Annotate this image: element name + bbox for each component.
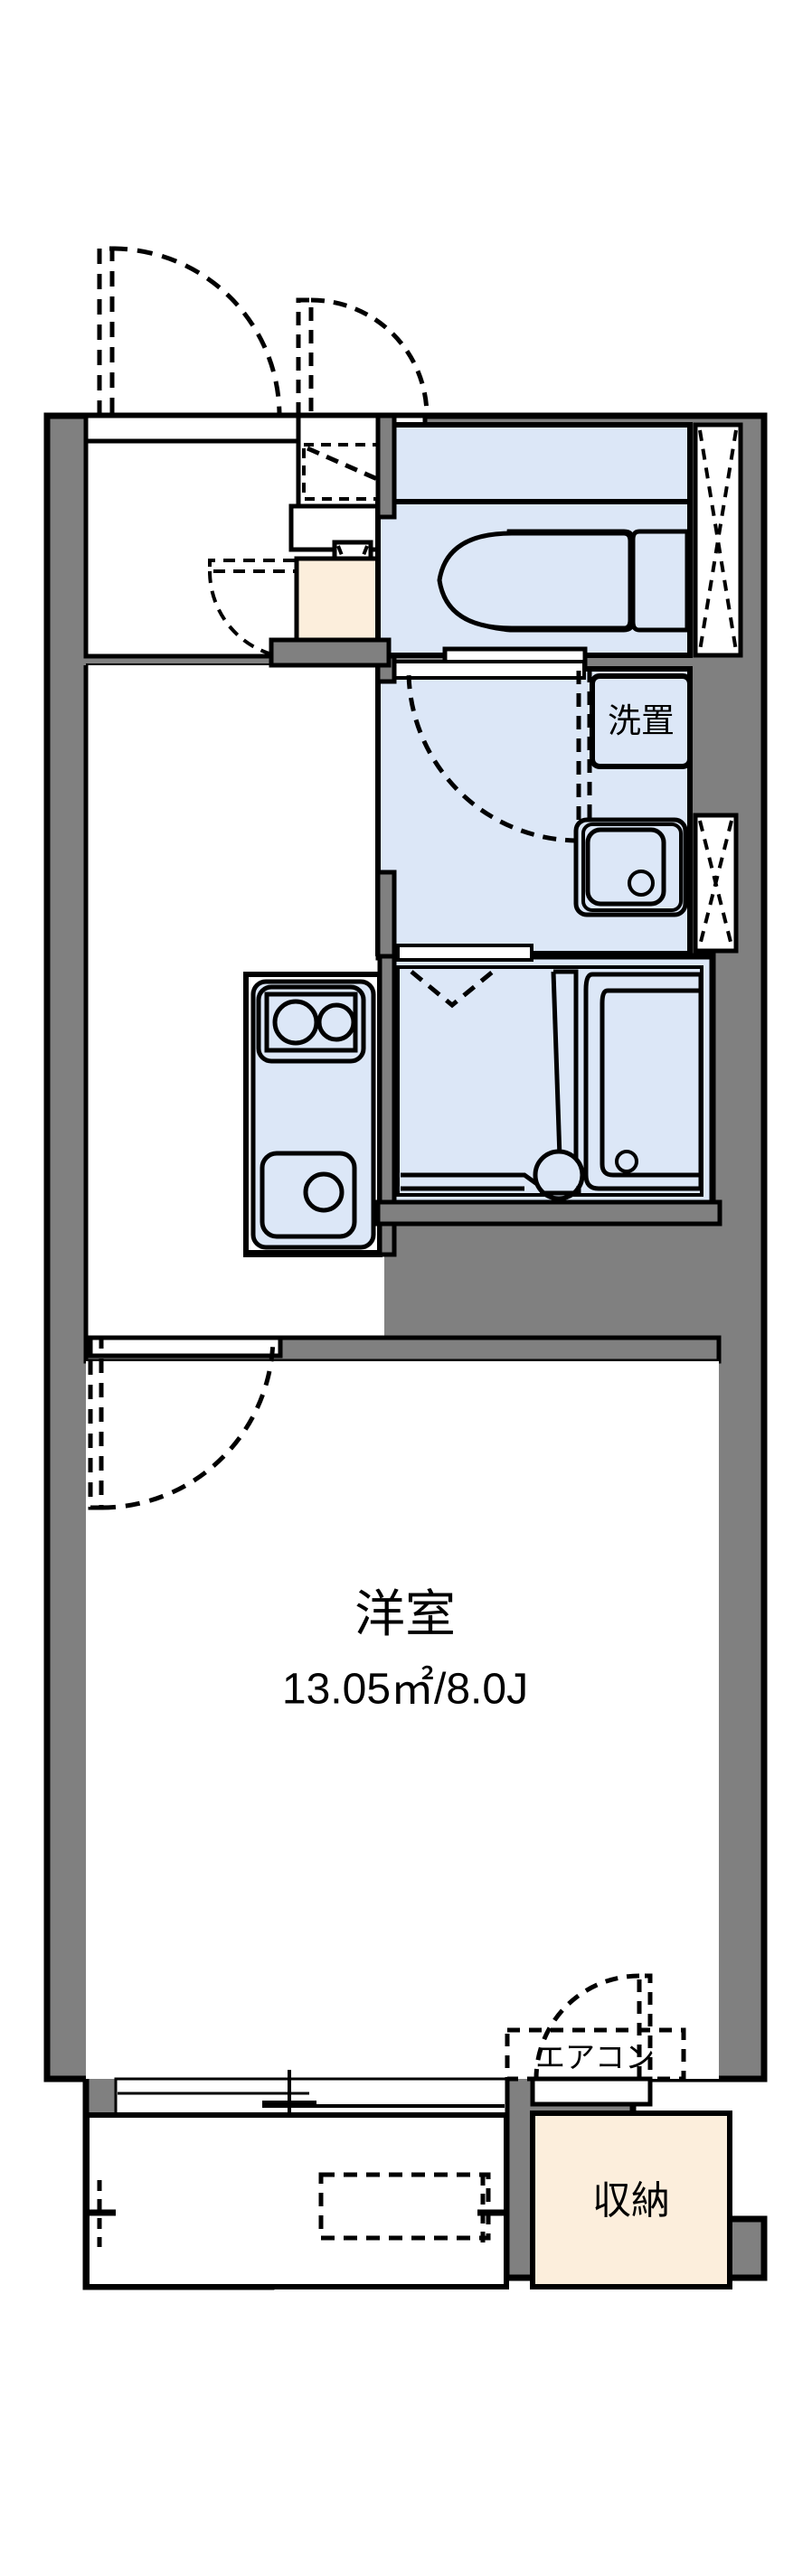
balcony-zone xyxy=(84,2070,509,2289)
main-room-area-label: 13.05㎡/8.0J xyxy=(282,1666,528,1714)
main-room-door-opening[interactable] xyxy=(88,1335,283,1359)
washroom-zone: 洗置 xyxy=(375,660,739,956)
aircon-unit: エアコン xyxy=(505,1973,686,2082)
closet-label: 収納 xyxy=(592,2179,670,2223)
washing-machine-space xyxy=(590,673,693,769)
interior-partitions xyxy=(83,413,722,1364)
balcony-slab xyxy=(84,2112,509,2289)
toilet-room xyxy=(375,422,743,670)
partition-wall-e xyxy=(377,954,397,1257)
washroom-window-x-icon xyxy=(698,820,733,946)
aircon-label: エアコン xyxy=(535,2041,655,2074)
closet-floor xyxy=(530,2111,732,2289)
washroom-door-opening[interactable] xyxy=(387,660,586,680)
main-room-area xyxy=(86,1361,719,2079)
toilet-fixture xyxy=(437,529,690,633)
main-room-door-swing xyxy=(88,1335,276,1510)
balcony-drain-outline xyxy=(318,2172,491,2241)
toilet-window xyxy=(693,422,743,658)
washroom-door-swing xyxy=(406,670,592,843)
unit-bath-zone xyxy=(383,944,716,1208)
aircon-door-swing xyxy=(533,1973,653,2080)
partition-wall-c xyxy=(269,637,392,668)
washbasin-fixture xyxy=(573,817,688,917)
balcony-sliding-window[interactable] xyxy=(114,2070,508,2133)
entrance-door-swing xyxy=(97,246,282,417)
laundry-label: 洗置 xyxy=(608,702,675,739)
two-burner-stove xyxy=(256,984,366,1064)
closet-door-opening[interactable] xyxy=(530,2076,653,2107)
main-room-name-label: 洋室 xyxy=(354,1585,456,1642)
partition-wall-g xyxy=(375,1199,722,1227)
partition-wall-b xyxy=(375,870,397,961)
bath-door-mark xyxy=(410,970,495,1009)
shoe-cabinet-door-swing xyxy=(208,559,297,660)
washroom-window xyxy=(693,813,739,954)
kitchen-zone xyxy=(243,972,382,1257)
bath-divider xyxy=(401,969,585,1201)
secondary-door-swing xyxy=(296,297,430,417)
toilet-room-join xyxy=(383,506,685,517)
bathtub-fixture xyxy=(583,972,703,1191)
partition-wall-d xyxy=(375,413,397,520)
closet-zone: 収納 xyxy=(530,2076,732,2289)
kitchen-sink-fixture xyxy=(260,1151,357,1239)
bath-door-opening[interactable] xyxy=(396,944,533,962)
main-room-zone: 洋室 13.05㎡/8.0J xyxy=(86,1335,719,2079)
